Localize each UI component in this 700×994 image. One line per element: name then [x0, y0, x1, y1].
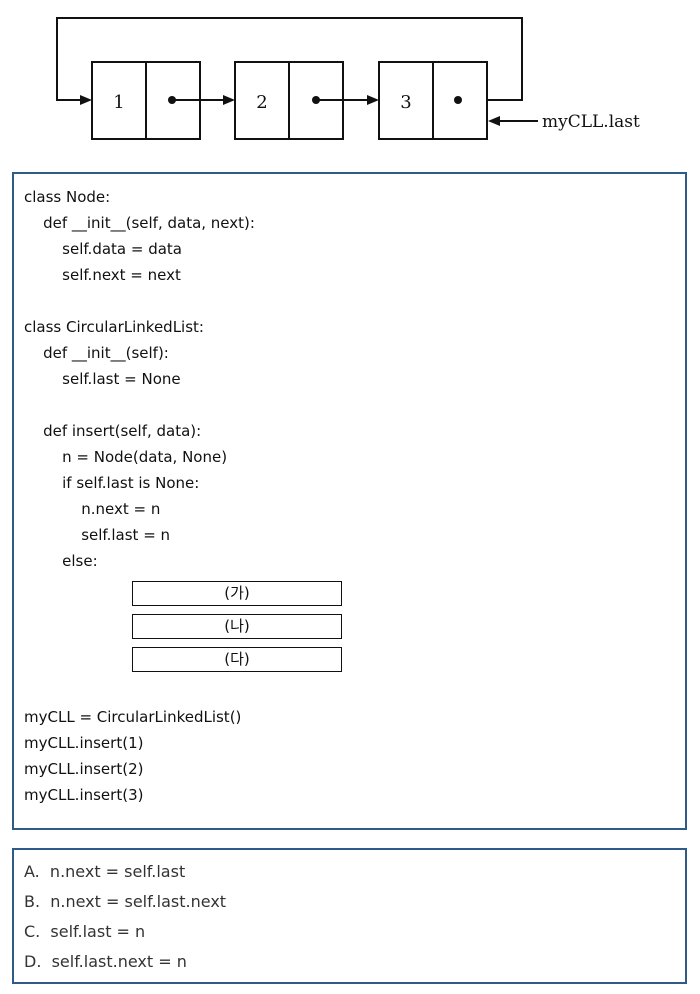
blank-ga: (가) — [132, 581, 342, 606]
answer-options-box: A. n.next = self.last B. n.next = self.l… — [12, 848, 687, 984]
code-line: def __init__(self): — [24, 344, 169, 362]
code-line: myCLL.insert(1) — [24, 734, 144, 752]
code-line: def insert(self, data): — [24, 422, 202, 440]
last-pointer-label: myCLL.last — [542, 112, 640, 132]
code-line: self.last = n — [24, 526, 171, 544]
code-line: class CircularLinkedList: — [24, 318, 204, 336]
code-line: n.next = n — [24, 500, 161, 518]
blank-na: (나) — [132, 614, 342, 639]
node-2: 2 — [234, 61, 344, 140]
last-pointer-arrowhead — [488, 116, 500, 126]
option-c: C. self.last = n — [24, 922, 146, 941]
blank-da: (다) — [132, 647, 342, 672]
arrow-2-to-3-head — [367, 95, 379, 105]
code-line: class Node: — [24, 188, 111, 206]
node-3-value: 3 — [400, 92, 411, 113]
option-a: A. n.next = self.last — [24, 862, 186, 881]
node-2-data-cell — [234, 61, 290, 140]
node-1: 1 — [91, 61, 201, 140]
node-3: 3 — [378, 61, 488, 140]
node-2-value: 2 — [256, 92, 267, 113]
code-line: self.last = None — [24, 370, 181, 388]
arrow-1-to-2-head — [223, 95, 235, 105]
code-line: else: — [24, 552, 98, 570]
code-line: self.data = data — [24, 240, 182, 258]
node-3-data-cell — [378, 61, 434, 140]
node-1-value: 1 — [113, 92, 124, 113]
option-d: D. self.last.next = n — [24, 952, 187, 971]
code-line: n = Node(data, None) — [24, 448, 228, 466]
code-line: if self.last is None: — [24, 474, 200, 492]
circular-linked-list-diagram: 1 2 3 myCLL.last — [56, 17, 640, 140]
node-3-pointer-dot — [454, 96, 462, 104]
code-line: myCLL = CircularLinkedList() — [24, 708, 242, 726]
code-box: class Node: def __init__(self, data, nex… — [12, 172, 687, 830]
code-line: myCLL.insert(2) — [24, 760, 144, 778]
code-line: myCLL.insert(3) — [24, 786, 144, 804]
option-b: B. n.next = self.last.next — [24, 892, 227, 911]
code-line: def __init__(self, data, next): — [24, 214, 255, 232]
loop-back-arrow — [56, 17, 523, 101]
loop-back-arrowhead — [80, 95, 92, 105]
code-line: self.next = next — [24, 266, 181, 284]
